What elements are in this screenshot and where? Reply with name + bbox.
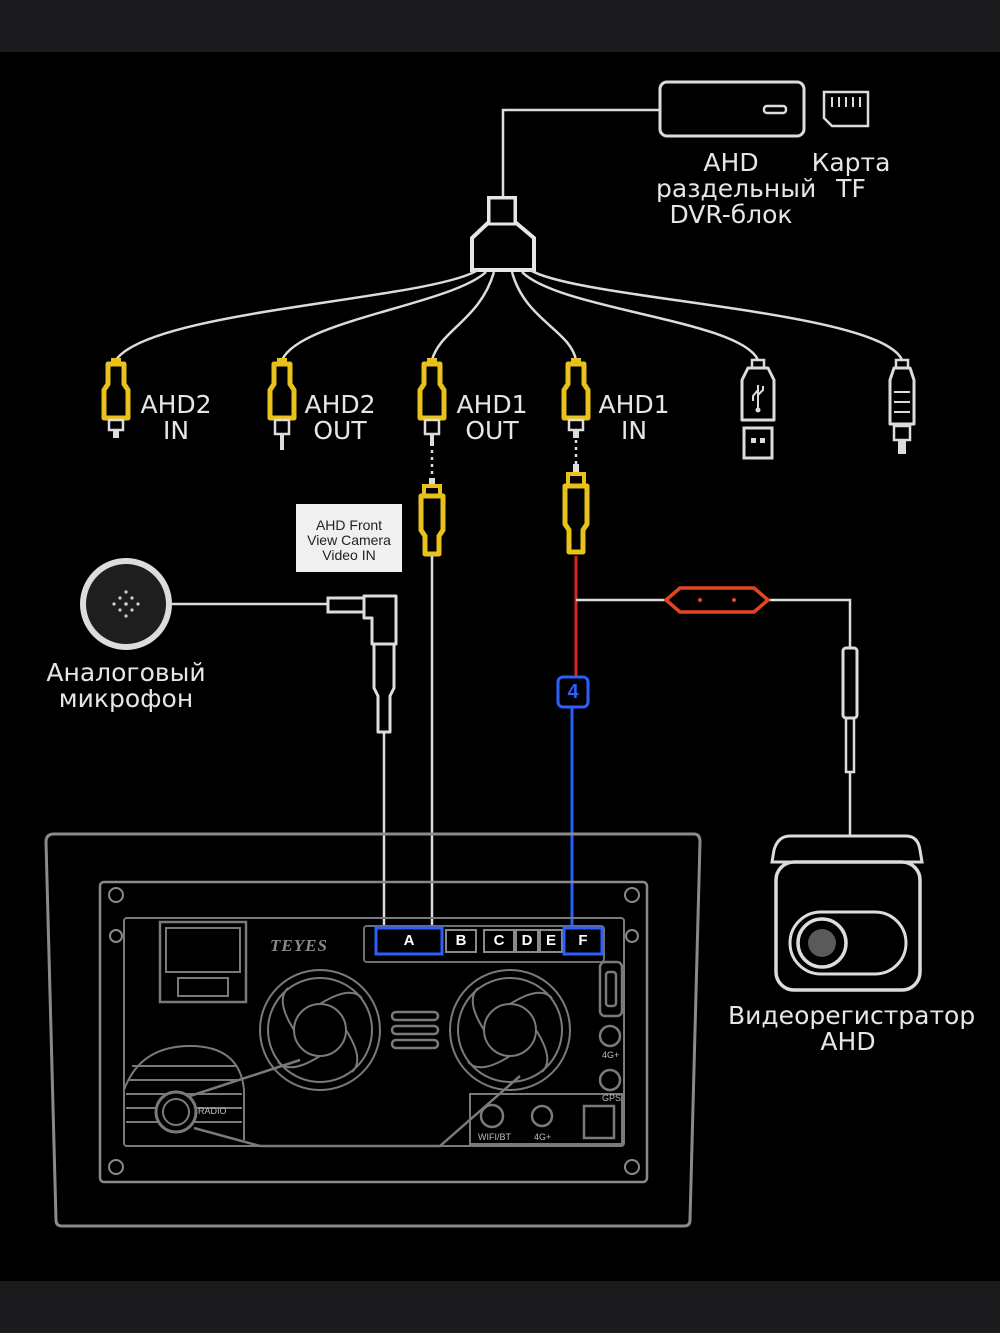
dashcam-cable-right [768,598,852,648]
connector-label-line: AHD2 [140,390,212,419]
connector-label-line: OUT [313,416,367,445]
connector-label-line: IN [162,416,190,445]
microphone-grille [112,590,140,618]
connector-label-line: AHD1 [598,390,670,419]
connector-label-line: OUT [465,416,519,445]
tf-card-label: Карта TF [806,150,896,202]
dashcam-label: Видеорегистратор AHD [728,1001,976,1056]
port-f: F [578,932,588,949]
front-camera-note-line-2: View Camera [307,532,391,548]
connector-label-ahd1-out: AHD1 OUT [452,392,532,444]
audio-jack-connector-icon [888,358,916,454]
head-unit-screws [108,887,640,1175]
dvr-box-label-line-2: раздельный [656,174,817,203]
tf-card-label-line-1: Карта [811,148,891,177]
front-camera-note-line-3: Video IN [322,547,376,563]
port-a: A [403,932,415,949]
inline-connector-icon [663,586,771,614]
dashcam-label-line-2: AHD [820,1027,876,1056]
tf-card-label-line-2: TF [836,174,866,203]
port-b: B [455,932,467,949]
dashcam-label-line-1: Видеорегистратор [728,1001,976,1030]
side-ports [469,960,624,1145]
radio-speaker-icon [123,1044,521,1148]
head-unit-frame [44,832,702,1228]
rca-front-camera-plug-icon [418,478,446,557]
microphone-label-line-2: микрофон [58,684,194,713]
connector-label-ahd2-in: AHD2 IN [136,392,216,444]
rca-ahd1-in-icon [561,358,591,438]
connector-label-line: IN [620,416,648,445]
usb-connector-icon [740,358,776,460]
tf-card-icon [822,90,870,128]
radio-label: RADIO [198,1106,227,1116]
connector-label-ahd2-out: AHD2 OUT [300,392,380,444]
microphone-plug-icon [326,594,398,926]
connector-label-ahd1-in: AHD1 IN [594,392,674,444]
rca-dashcam-plug-icon [562,464,590,555]
right-fan-icon [449,969,571,1091]
head-unit-brand: TEYES [270,936,328,955]
dvr-box-label-line-1: AHD [703,148,759,177]
wire-badge-box [556,675,590,709]
4g-side-label: 4G+ [602,1050,620,1060]
dvr-box-label: AHD раздельный DVR-блок [656,148,817,229]
connector-label-line: AHD2 [304,390,376,419]
port-e: E [545,932,556,949]
dvr-main-cable [501,108,660,198]
diagram-background [0,52,1000,1281]
rca-ahd2-out-icon [267,358,297,450]
front-camera-note: AHD Front View Camera Video IN [296,504,402,572]
dvr-box-label-line-3: DVR-блок [669,200,793,229]
connector-label-line: AHD1 [456,390,528,419]
4g-bottom-label: 4G+ [534,1132,552,1142]
port-d: D [521,932,533,949]
rca-ahd1-out-icon [417,358,447,446]
cable-splitter-icon [470,196,536,272]
dashcam-icon [770,834,924,992]
port-strip [363,925,605,963]
microphone-label-line-1: Аналоговый [46,658,206,687]
microphone-label: Аналоговый микрофон [36,660,216,712]
rca-ahd2-in-icon [101,358,131,438]
vent-slots [390,1010,440,1050]
front-camera-note-line-1: AHD Front [315,517,383,533]
dashcam-cable-plug-icon [841,646,859,836]
split-cables [114,268,904,361]
wire-badge: 4 [567,681,579,703]
port-c: C [493,932,505,949]
left-fan-icon [259,969,381,1091]
gps-label: GPS [602,1093,622,1103]
wifi-bt-label: WIFI/BT [478,1132,511,1142]
